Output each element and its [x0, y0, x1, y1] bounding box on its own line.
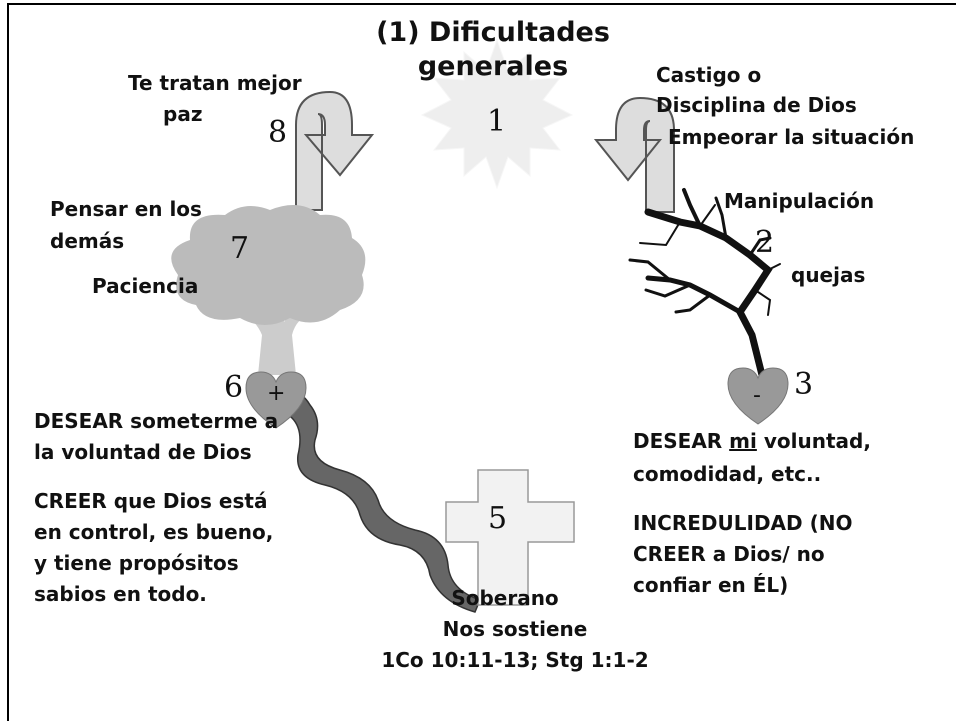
desire-underlined: mi	[729, 429, 757, 453]
step-number-7: 7	[230, 231, 250, 266]
peace-label: paz	[163, 102, 203, 126]
sovereign-label: Soberano	[451, 586, 559, 610]
worsen-label: Empeorar la situación	[668, 125, 915, 149]
step-number-1: 1	[487, 104, 507, 139]
manipulation-label: Manipulación	[724, 189, 875, 213]
title-line-2: generales	[417, 51, 569, 82]
sun-burst-icon	[420, 38, 574, 190]
submit-desire-line-2: la voluntad de Dios	[34, 440, 252, 464]
desire-my-will: DESEAR mi voluntad,	[633, 428, 871, 454]
desire-rest: voluntad,	[756, 429, 871, 453]
believe-line-3: y tiene propósitos	[34, 551, 239, 575]
step-number-2: 2	[755, 225, 775, 260]
cycle-arrow-icon-left	[295, 90, 375, 211]
sustains-label: Nos sostiene	[442, 617, 588, 641]
heart-plus-icon	[245, 371, 307, 429]
believe-line-1: CREER que Dios está	[34, 489, 268, 513]
cross-icon	[445, 469, 575, 606]
frame-border	[7, 3, 956, 721]
comfort-label: comodidad, etc..	[633, 462, 822, 486]
unbelief-line-2: CREER a Dios/ no	[633, 542, 825, 566]
believe-line-2: en control, es bueno,	[34, 520, 274, 544]
desire-prefix: DESEAR	[633, 429, 730, 453]
living-tree-icon	[171, 205, 366, 375]
scripture-reference: 1Co 10:11-13; Stg 1:1-2	[381, 648, 649, 672]
diagram-title: (1) Dificultades generales	[343, 16, 643, 84]
step-number-3: 3	[794, 367, 814, 402]
step-number-8: 8	[268, 115, 288, 150]
heart-minus-icon	[727, 367, 789, 425]
think-of-others-line-2: demás	[50, 229, 125, 253]
dead-tree-icon	[628, 188, 781, 379]
patience-label: Paciencia	[92, 274, 199, 298]
believe-line-4: sabios en todo.	[34, 582, 207, 606]
heart-minus-sign: -	[753, 383, 761, 408]
unbelief-line-3: confiar en ÉL)	[633, 573, 789, 597]
step-number-5: 5	[488, 501, 508, 536]
better-treatment-label: Te tratan mejor	[128, 71, 302, 95]
think-of-others-line-1: Pensar en los	[50, 197, 202, 221]
step-number-6: 6	[224, 370, 244, 405]
discipline-label: Disciplina de Dios	[656, 93, 857, 117]
complaints-label: quejas	[791, 263, 866, 287]
heart-plus-sign: +	[267, 381, 286, 406]
river-path-icon	[267, 392, 482, 613]
punishment-label: Castigo o	[656, 63, 762, 87]
title-line-1: (1) Dificultades	[376, 17, 610, 48]
unbelief-line-1: INCREDULIDAD (NO	[633, 511, 853, 535]
cycle-arrow-icon-right	[593, 96, 675, 213]
submit-desire-line-1: DESEAR someterme a	[34, 409, 279, 433]
